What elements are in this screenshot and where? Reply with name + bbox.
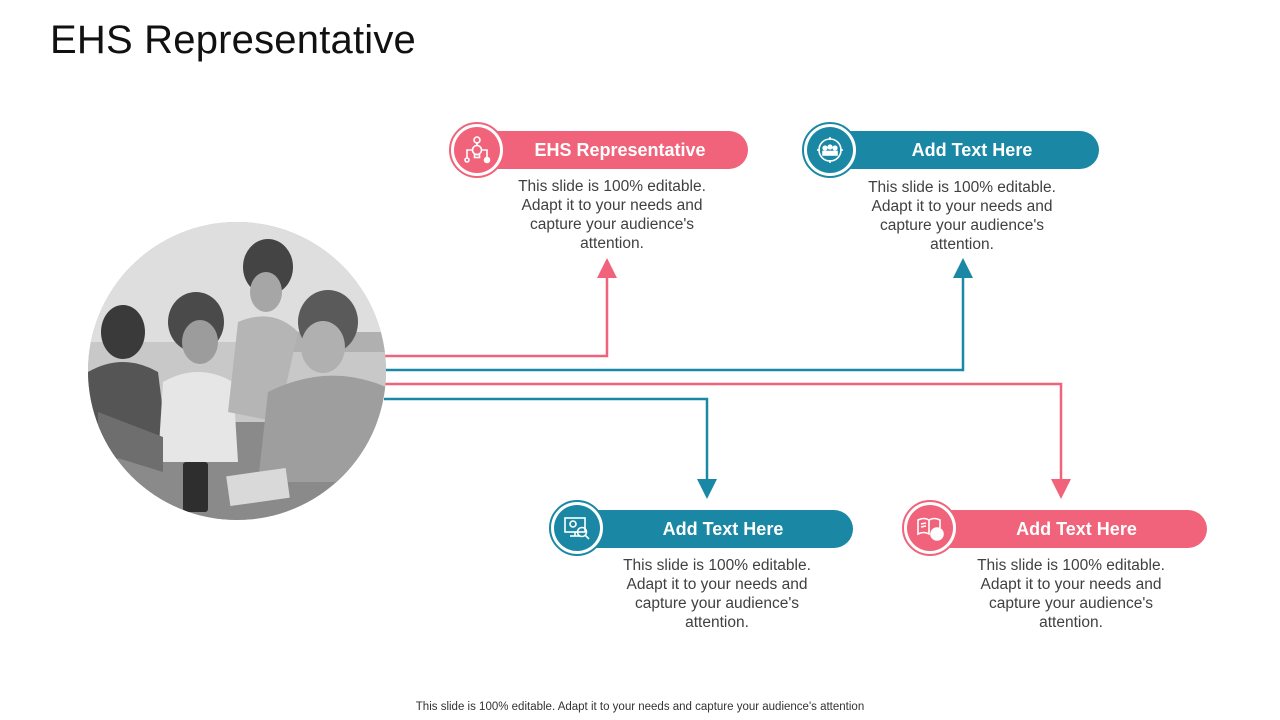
- item-1-label: EHS Representative: [534, 139, 706, 160]
- connector-to-item-3: [384, 397, 717, 499]
- item-4-label: Add Text Here: [1016, 518, 1137, 539]
- footer-note: This slide is 100% editable. Adapt it to…: [415, 701, 865, 713]
- fact-book-icon: [907, 505, 953, 551]
- item-1-icon-badge: [449, 122, 505, 178]
- item-2-label: Add Text Here: [911, 139, 1033, 160]
- page-title: EHS Representative: [50, 18, 417, 62]
- connector-to-item-4: [384, 382, 1071, 499]
- team-working-photo: [88, 222, 386, 520]
- item-3-description: This slide is 100% editable. Adapt it to…: [623, 557, 811, 631]
- item-1-description: This slide is 100% editable. Adapt it to…: [518, 178, 706, 252]
- connector-to-item-1: [384, 258, 617, 358]
- connector-to-item-2: [384, 258, 973, 372]
- item-2-description: This slide is 100% editable. Adapt it to…: [868, 179, 1056, 253]
- monitor-analysis-icon: [554, 505, 600, 551]
- idea-network-icon: [454, 127, 500, 173]
- team-meeting-icon: [807, 127, 853, 173]
- item-4-icon-badge: [902, 500, 958, 556]
- item-3-label: Add Text Here: [662, 518, 784, 539]
- item-3-icon-badge: [549, 500, 605, 556]
- item-2-icon-badge: [802, 122, 858, 178]
- item-4-description: This slide is 100% editable. Adapt it to…: [977, 557, 1165, 631]
